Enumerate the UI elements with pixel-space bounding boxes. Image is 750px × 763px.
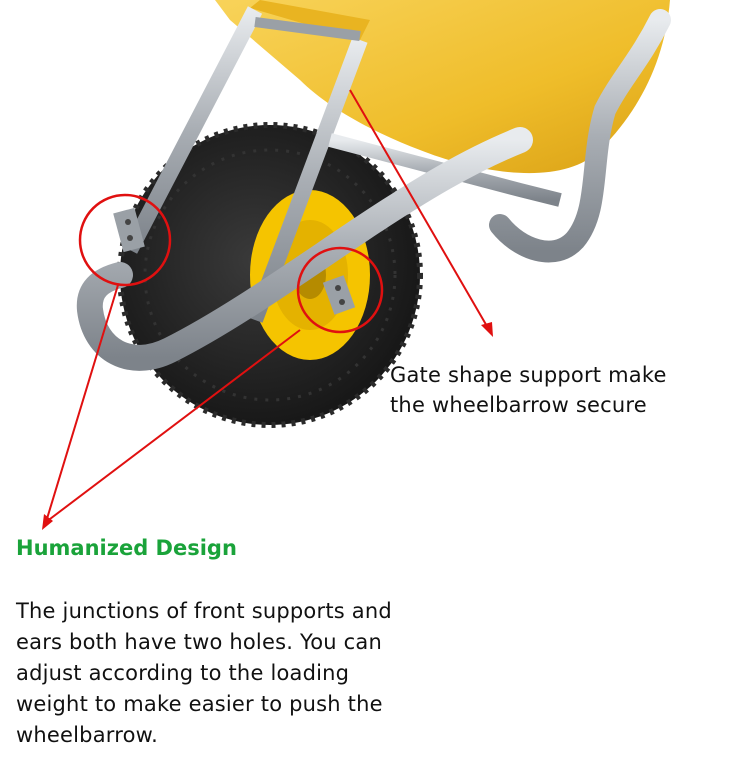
gate-caption-line: the wheelbarrow secure xyxy=(390,393,647,417)
gate-support-caption: Gate shape support make the wheelbarrow … xyxy=(390,360,730,420)
handle-tube xyxy=(489,9,671,263)
feature-description: The junctions of front supports and ears… xyxy=(16,596,486,751)
left-bracket xyxy=(113,207,145,253)
description-line: adjust according to the loading xyxy=(16,661,350,685)
gate-caption-line: Gate shape support make xyxy=(390,363,667,387)
description-line: The junctions of front supports and xyxy=(16,599,392,623)
left-support xyxy=(122,6,263,254)
frame-tube xyxy=(76,127,533,371)
right-bracket xyxy=(322,275,356,315)
highlight-circle-left xyxy=(78,193,172,287)
feature-heading: Humanized Design xyxy=(16,536,237,560)
description-line: ears both have two holes. You can xyxy=(16,630,382,654)
description-line: wheelbarrow. xyxy=(16,723,158,747)
annotation-arrows xyxy=(42,89,493,530)
highlight-circle-right xyxy=(296,246,384,334)
cross-brace xyxy=(328,133,562,207)
tray xyxy=(215,0,670,174)
description-line: weight to make easier to push the xyxy=(16,692,383,716)
